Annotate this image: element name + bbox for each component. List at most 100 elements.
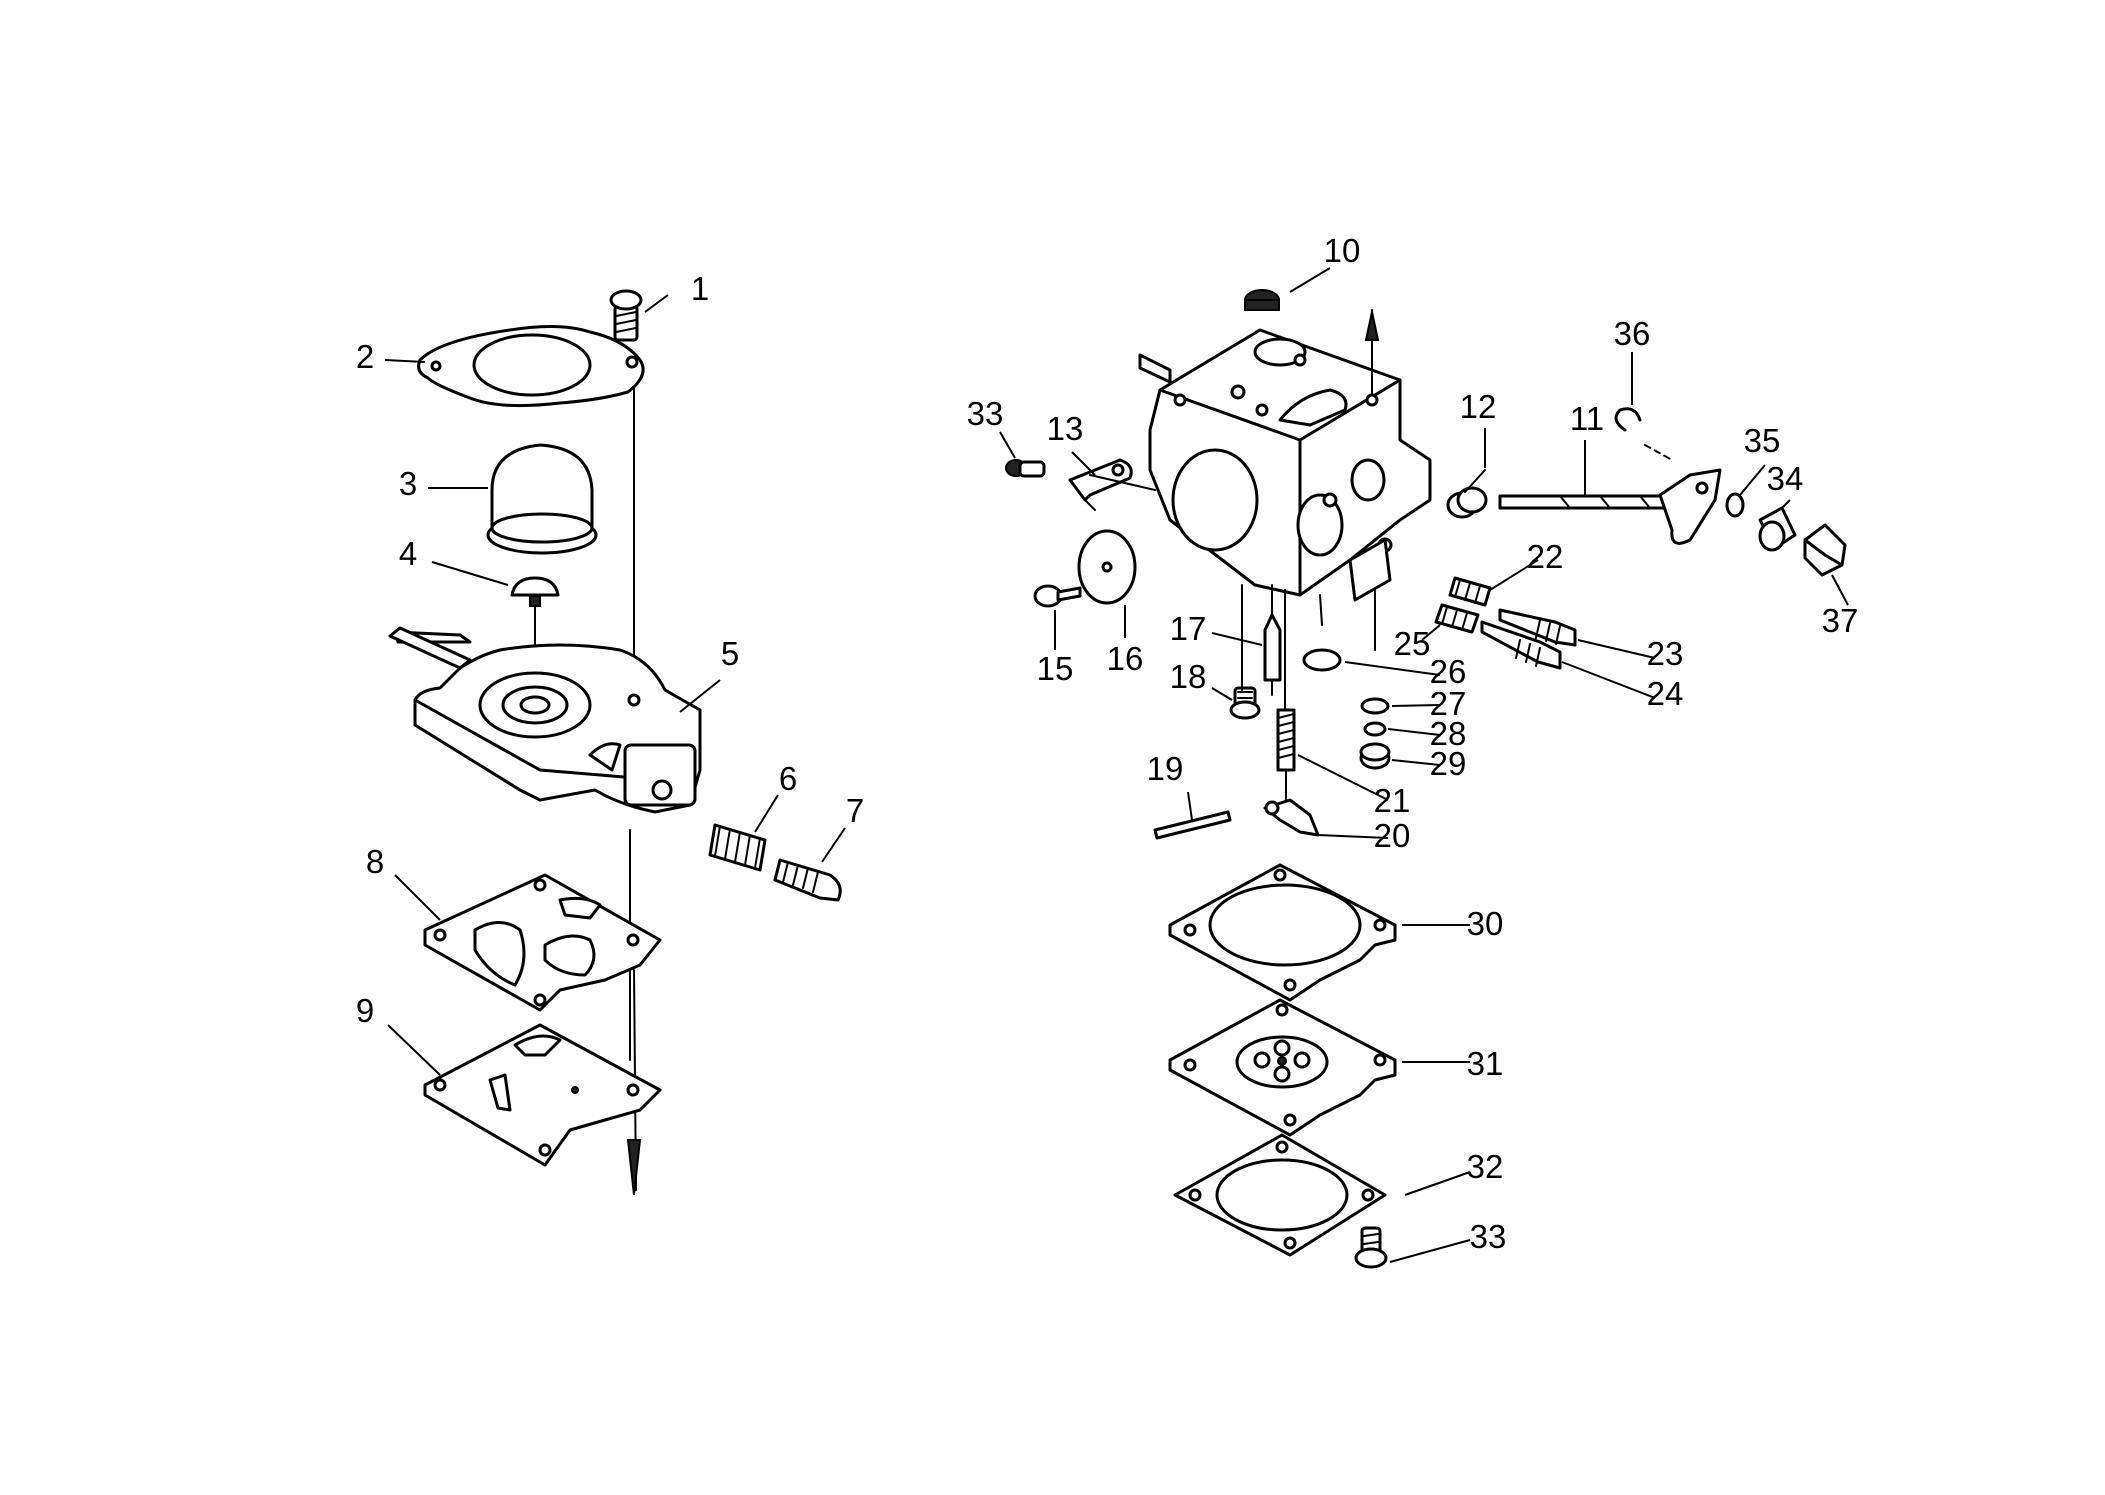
callout-leader-line bbox=[1211, 632, 1263, 646]
part-23-needle-screw-icon bbox=[1498, 608, 1577, 647]
callout-label: 24 bbox=[1647, 675, 1684, 712]
callout-31: 31 bbox=[1402, 1045, 1503, 1082]
callout-24: 24 bbox=[1561, 661, 1684, 712]
part-24-needle-screw-icon bbox=[1480, 620, 1562, 670]
callout-leader-line bbox=[1389, 1239, 1471, 1263]
callout-label: 20 bbox=[1374, 817, 1411, 854]
part-15-screw-icon bbox=[1033, 584, 1082, 608]
callout-label: 2 bbox=[356, 338, 374, 375]
part-16-throttle-valve-icon bbox=[1077, 529, 1137, 605]
callout-leader-line bbox=[1781, 499, 1791, 509]
callout-leader-line bbox=[1391, 759, 1441, 766]
part-13-lever-icon bbox=[1068, 458, 1156, 511]
part-6-spring-icon bbox=[708, 823, 767, 872]
callout-19: 19 bbox=[1147, 750, 1193, 821]
callout-6: 6 bbox=[754, 760, 797, 833]
callout-30: 30 bbox=[1402, 905, 1503, 942]
part-28-ring-icon bbox=[1363, 721, 1387, 737]
part-33-upper-screw-icon bbox=[1005, 459, 1046, 478]
callout-label: 28 bbox=[1430, 715, 1467, 752]
callout-label: 10 bbox=[1324, 232, 1361, 269]
callout-leader-line bbox=[1577, 639, 1656, 659]
callout-leader-line bbox=[1187, 791, 1193, 821]
callout-label: 3 bbox=[399, 465, 417, 502]
callout-label: 32 bbox=[1467, 1148, 1504, 1185]
callout-35: 35 bbox=[1739, 422, 1781, 496]
callout-leader-line bbox=[1391, 704, 1441, 707]
callout-16: 16 bbox=[1107, 605, 1143, 677]
callout-26: 26 bbox=[1344, 653, 1466, 690]
callout-label: 7 bbox=[846, 792, 864, 829]
callout-3: 3 bbox=[399, 465, 488, 502]
part-32-gasket-icon bbox=[1173, 1133, 1387, 1257]
throttle-lever-icon bbox=[1658, 468, 1722, 545]
part-19-pin-icon bbox=[1153, 810, 1232, 840]
callout-33: 33 bbox=[967, 395, 1016, 459]
callout-leader-line bbox=[431, 561, 509, 586]
callout-label: 12 bbox=[1460, 388, 1497, 425]
part-30-gasket-icon bbox=[1168, 863, 1397, 1002]
callout-9: 9 bbox=[356, 992, 441, 1076]
callout-leader-line bbox=[1421, 624, 1441, 641]
callout-leader-line bbox=[1211, 687, 1233, 701]
callout-label: 17 bbox=[1170, 610, 1207, 647]
arrow-marker bbox=[1364, 311, 1380, 341]
callout-33: 33 bbox=[1389, 1218, 1507, 1263]
part-35-washer-icon bbox=[1725, 492, 1745, 518]
callout-label: 37 bbox=[1822, 602, 1859, 639]
callout-leader-line bbox=[1404, 1171, 1471, 1196]
part-33-lower-screw-icon bbox=[1354, 1226, 1388, 1269]
callout-label: 18 bbox=[1170, 658, 1207, 695]
left-assembly bbox=[388, 289, 842, 1196]
callout-label: 11 bbox=[1570, 400, 1604, 437]
part-22-spring-icon bbox=[1448, 576, 1492, 607]
callout-leader-line bbox=[644, 294, 669, 313]
part-25-spring-icon bbox=[1434, 603, 1480, 634]
callout-13: 13 bbox=[1047, 410, 1096, 476]
callout-leader-line bbox=[1739, 464, 1766, 496]
callout-leader-line bbox=[754, 794, 779, 833]
callout-5: 5 bbox=[679, 635, 739, 713]
callout-label: 25 bbox=[1394, 625, 1431, 662]
callout-label: 36 bbox=[1614, 315, 1651, 352]
callout-22: 22 bbox=[1489, 538, 1563, 591]
callout-20: 20 bbox=[1317, 817, 1411, 854]
part-17-needle-valve-icon bbox=[1263, 613, 1282, 696]
part-18-screw-icon bbox=[1229, 686, 1261, 720]
part-10-screen-icon bbox=[1244, 289, 1280, 311]
callout-leader-line bbox=[1297, 754, 1389, 801]
callout-leader-line bbox=[1489, 559, 1539, 591]
callout-label: 35 bbox=[1744, 422, 1781, 459]
callout-leader-line bbox=[821, 827, 846, 863]
part-12-spring-icon bbox=[1446, 469, 1488, 519]
callout-28: 28 bbox=[1387, 715, 1467, 752]
part-2-cover-plate-icon bbox=[417, 324, 645, 408]
carburetor-body-icon bbox=[1138, 328, 1432, 602]
right-assembly bbox=[1005, 289, 1847, 1269]
callout-leader-line bbox=[387, 1024, 441, 1076]
callout-label: 34 bbox=[1767, 460, 1804, 497]
part-3-primer-bulb-icon bbox=[486, 443, 598, 555]
callout-34: 34 bbox=[1767, 460, 1804, 509]
part-11-throttle-shaft-icon bbox=[1498, 494, 1682, 510]
callout-8: 8 bbox=[366, 843, 441, 921]
callout-leader-line bbox=[384, 359, 426, 363]
callout-label: 31 bbox=[1467, 1045, 1504, 1082]
callout-36: 36 bbox=[1614, 315, 1651, 405]
callout-label: 5 bbox=[721, 635, 739, 672]
part-29-plug-icon bbox=[1359, 742, 1391, 770]
part-26-welch-plug-icon bbox=[1302, 648, 1342, 672]
callout-label: 33 bbox=[1470, 1218, 1507, 1255]
callout-label: 4 bbox=[399, 535, 417, 572]
callout-label: 9 bbox=[356, 992, 374, 1029]
part-27-ring-icon bbox=[1360, 697, 1390, 715]
callout-label: 1 bbox=[691, 270, 709, 307]
callout-25: 25 bbox=[1394, 624, 1441, 662]
callout-10: 10 bbox=[1289, 232, 1361, 293]
callout-leader-line bbox=[1561, 661, 1656, 699]
part-9-plate-icon bbox=[423, 1023, 662, 1167]
callout-leader-line bbox=[999, 431, 1016, 459]
